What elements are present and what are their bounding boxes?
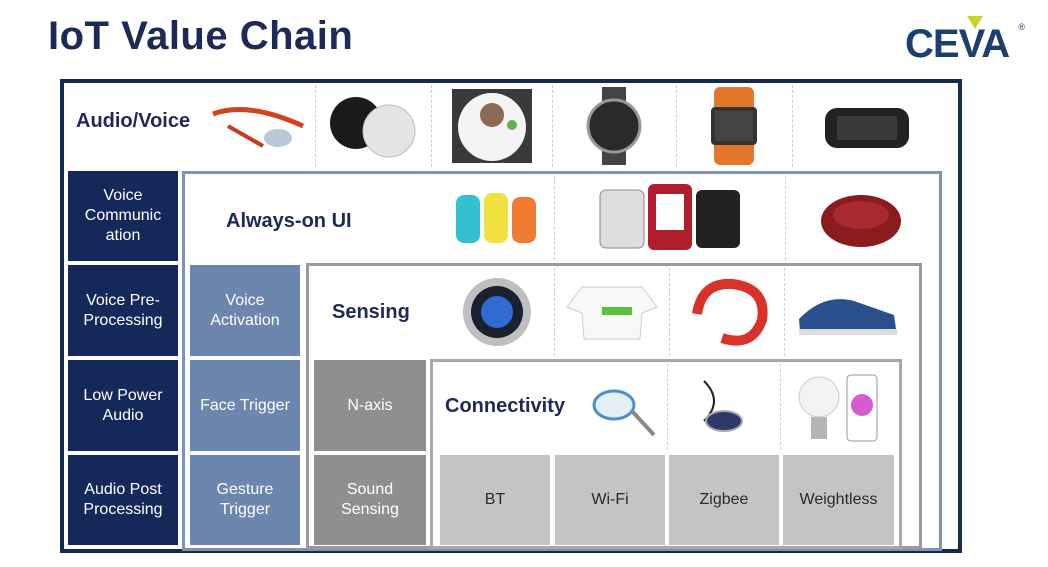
voice-preprocessing-box: Voice Pre-Processing [68,265,178,356]
round-smartwatch-icon [432,85,553,167]
gesture-trigger-box: Gesture Trigger [190,455,300,545]
voice-communication-box: Voice Communic ation [68,171,178,261]
face-trigger-box: Face Trigger [190,360,300,451]
voice-activation-box: Voice Activation [190,265,300,356]
weightless-box: Weightless [783,455,894,545]
key-tracker-icon [576,364,669,450]
jawbone-band-icon [670,268,785,356]
sneaker-sensor-icon [785,268,913,356]
connectivity-images [576,364,896,450]
logo-accent-icon [967,16,983,29]
smart-bulb-icon [781,364,896,450]
robot-vacuum-icon [786,176,936,260]
page-title: IoT Value Chain [48,14,354,58]
sound-sensing-box: Sound Sensing [314,455,426,545]
smartwatch-icon [553,85,677,167]
audio-post-processing-box: Audio Post Processing [68,455,178,545]
speaker-icon [316,85,433,167]
sensing-images [440,268,916,356]
n-axis-box: N-axis [314,360,426,451]
always-on-label: Always-on UI [226,210,352,232]
low-power-audio-box: Low Power Audio [68,360,178,451]
baby-onesie-icon [555,268,670,356]
ceva-logo: CEVA ® [905,16,1025,66]
glasses-icon [200,85,317,167]
audio-voice-label: Audio/Voice [76,110,191,132]
pebble-watches-icon [555,176,786,260]
connectivity-label: Connectivity [445,395,566,417]
bluetooth-speaker-icon [793,85,940,167]
sensing-label: Sensing [332,301,410,323]
thermostat-icon [440,268,555,356]
audio-voice-images [200,85,940,167]
always-on-images [438,176,938,260]
pendant-tracker-icon [668,364,781,450]
bt-box: BT [440,455,550,545]
logo-text: CEVA [905,22,1010,66]
logo-registered: ® [1018,22,1025,32]
gear-watch-icon [677,85,793,167]
wifi-box: Wi-Fi [555,455,665,545]
fitness-bands-icon [438,176,555,260]
zigbee-box: Zigbee [669,455,779,545]
